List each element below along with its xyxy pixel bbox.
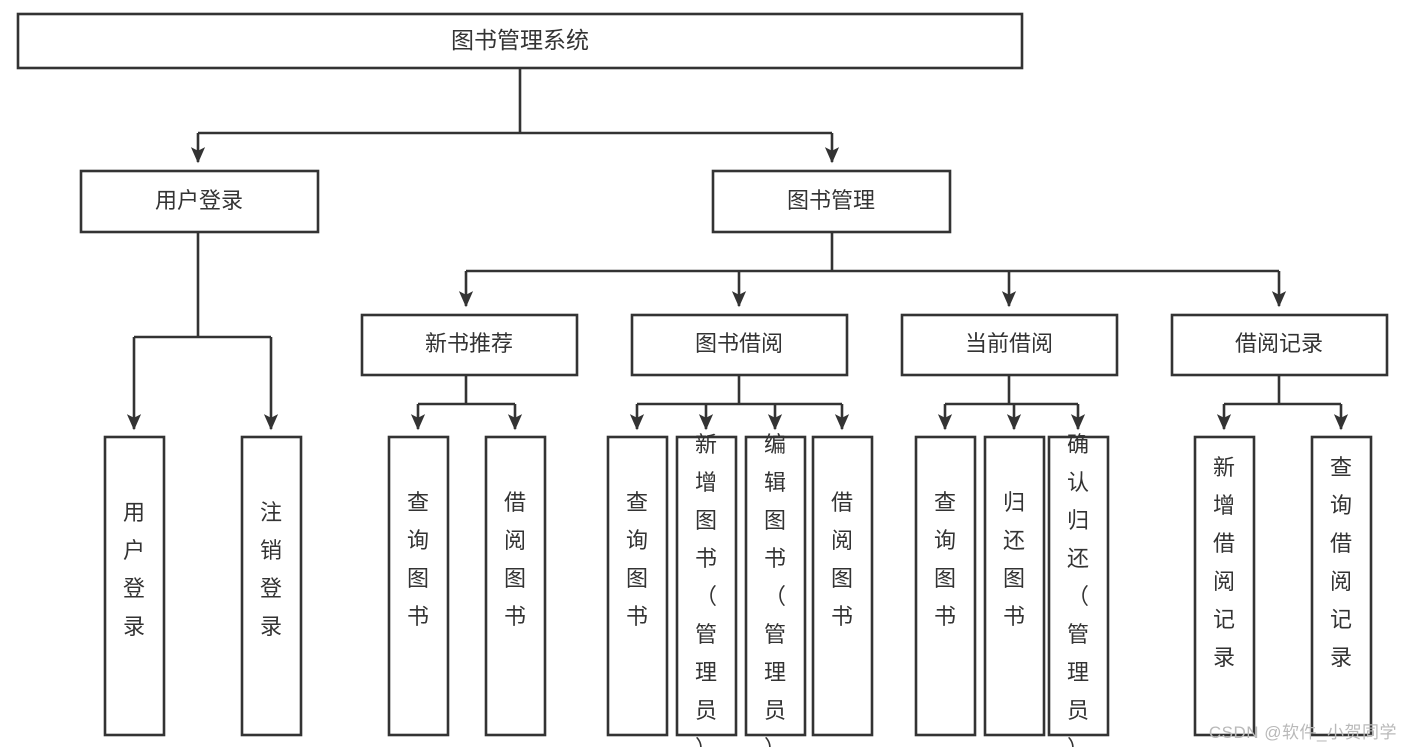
leaf-box-edit-book[interactable] — [744, 435, 807, 737]
node-book-borrow-box[interactable] — [630, 313, 849, 377]
leaf-label-confirm-return: 确认归还（管理员） — [1067, 432, 1089, 747]
leaf-label-query-book-1: 查询图书 — [407, 490, 429, 629]
leaf-label-logout: 注销登录 — [260, 500, 282, 639]
leaf-node[interactable] — [103, 435, 166, 737]
leaf-node[interactable] — [484, 435, 547, 737]
leaf-label-borrow-book-2: 借阅图书 — [831, 490, 853, 629]
leaf-node[interactable] — [811, 435, 874, 737]
leaf-box-add-borrow-record[interactable] — [1193, 435, 1256, 737]
leaf-node[interactable] — [744, 435, 807, 737]
leaf-label-query-book-3: 查询图书 — [934, 490, 956, 629]
node-root-box[interactable] — [16, 12, 1024, 70]
node-current-borrow-box[interactable] — [900, 313, 1119, 377]
connectors-root-to-level2 — [190, 68, 840, 164]
leaf-label-add-borrow-record: 新增借阅记录 — [1213, 455, 1235, 670]
connectors-level2-bookmgmt-to-level3 — [458, 232, 1287, 308]
leaf-label-query-borrow-record: 查询借阅记录 — [1330, 455, 1352, 670]
node-current-borrow-label: 当前借阅 — [965, 331, 1053, 356]
node-root[interactable]: 图书管理系统 — [16, 12, 1024, 70]
node-current-borrow[interactable]: 当前借阅 — [900, 313, 1119, 377]
node-borrow-record[interactable]: 借阅记录 — [1170, 313, 1389, 377]
leaf-node[interactable] — [1193, 435, 1256, 737]
leaf-box-borrow-book-2[interactable] — [811, 435, 874, 737]
leaf-box-borrow-book-1[interactable] — [484, 435, 547, 737]
leaf-node[interactable] — [983, 435, 1046, 737]
node-new-book-recommend[interactable]: 新书推荐 — [360, 313, 579, 377]
node-new-book-recommend-label: 新书推荐 — [425, 331, 513, 356]
node-book-management[interactable]: 图书管理 — [711, 169, 952, 234]
leaf-label-return-book: 归还图书 — [1003, 490, 1025, 629]
leaf-label-user-login: 用户登录 — [123, 500, 145, 639]
leaf-box-user-login[interactable] — [103, 435, 166, 737]
node-borrow-record-label: 借阅记录 — [1235, 331, 1323, 356]
connectors-newbook-to-leaves — [410, 375, 523, 431]
connectors-currentborrow-to-leaves — [937, 375, 1086, 431]
leaf-node[interactable] — [675, 435, 738, 737]
node-user-login[interactable]: 用户登录 — [79, 169, 320, 234]
leaf-box-query-book-1[interactable] — [387, 435, 450, 737]
leaf-node[interactable] — [1047, 435, 1110, 737]
node-book-borrow[interactable]: 图书借阅 — [630, 313, 849, 377]
leaf-node[interactable] — [240, 435, 303, 737]
node-new-book-recommend-box[interactable] — [360, 313, 579, 377]
leaf-node[interactable] — [1310, 435, 1373, 737]
leaf-node[interactable] — [914, 435, 977, 737]
node-user-login-box[interactable] — [79, 169, 320, 234]
leaf-labels: 用户登录 注销登录 查询图书 借阅图书 查询图书 新增图书（管理员） 编辑图书（… — [123, 432, 1352, 747]
leaf-node[interactable] — [606, 435, 669, 737]
csdn-watermark: CSDN @软件_小贺同学 — [1208, 723, 1397, 742]
node-book-management-box[interactable] — [711, 169, 952, 234]
leaf-label-add-book: 新增图书（管理员） — [695, 432, 717, 747]
leaf-label-borrow-book-1: 借阅图书 — [504, 490, 526, 629]
leaf-box-query-book-3[interactable] — [914, 435, 977, 737]
connectors-bookborrow-to-leaves — [629, 375, 850, 431]
node-book-management-label: 图书管理 — [787, 188, 875, 213]
node-user-login-label: 用户登录 — [155, 188, 243, 213]
leaf-label-query-book-2: 查询图书 — [626, 490, 648, 629]
leaf-box-query-borrow-record[interactable] — [1310, 435, 1373, 737]
node-borrow-record-box[interactable] — [1170, 313, 1389, 377]
leaf-node[interactable] — [387, 435, 450, 737]
leaf-box-return-book[interactable] — [983, 435, 1046, 737]
connectors-userlogin-to-leaves — [126, 232, 279, 431]
leaf-box-confirm-return[interactable] — [1047, 435, 1110, 737]
leaf-box-query-book-2[interactable] — [606, 435, 669, 737]
connectors-borrowrecord-to-leaves — [1216, 375, 1349, 431]
leaf-label-edit-book: 编辑图书（管理员） — [764, 432, 786, 747]
node-root-label: 图书管理系统 — [451, 27, 589, 53]
node-book-borrow-label: 图书借阅 — [695, 331, 783, 356]
leaf-box-add-book[interactable] — [675, 435, 738, 737]
leaf-box-logout[interactable] — [240, 435, 303, 737]
